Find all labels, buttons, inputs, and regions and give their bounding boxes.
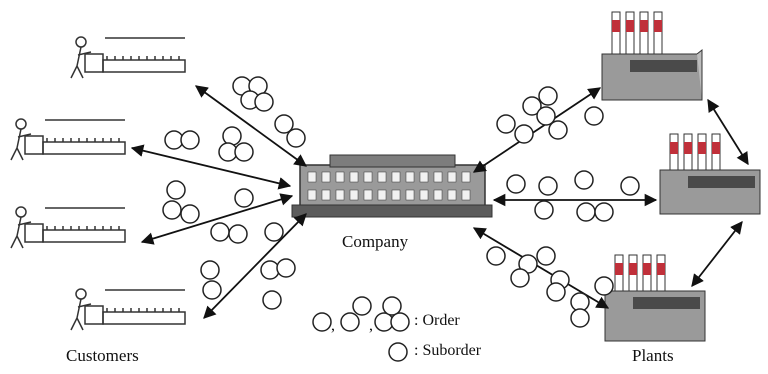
arrow-customer2-company — [132, 148, 290, 186]
customer-icon-2 — [11, 119, 125, 160]
legend-order-label: : Order — [414, 312, 460, 330]
company-building-icon — [292, 155, 492, 217]
customer-icon-4 — [71, 289, 185, 330]
arrow-company-plant3 — [474, 228, 608, 308]
plant-icon-2 — [660, 134, 760, 214]
svg-text:,: , — [369, 317, 373, 334]
plant-icon-1 — [602, 12, 702, 100]
customer-icon-1 — [71, 37, 185, 78]
plant-icon-3 — [605, 255, 705, 341]
plants-label: Plants — [632, 346, 674, 366]
legend-suborder-symbol — [389, 343, 407, 361]
customer-icon-3 — [11, 207, 125, 248]
svg-text:,: , — [331, 317, 335, 334]
legend-order-symbol — [313, 297, 409, 331]
customers-label: Customers — [66, 346, 139, 366]
company-label: Company — [342, 232, 408, 252]
arrow-plant2-plant3 — [692, 222, 742, 286]
legend-suborder-label: : Suborder — [414, 342, 481, 360]
